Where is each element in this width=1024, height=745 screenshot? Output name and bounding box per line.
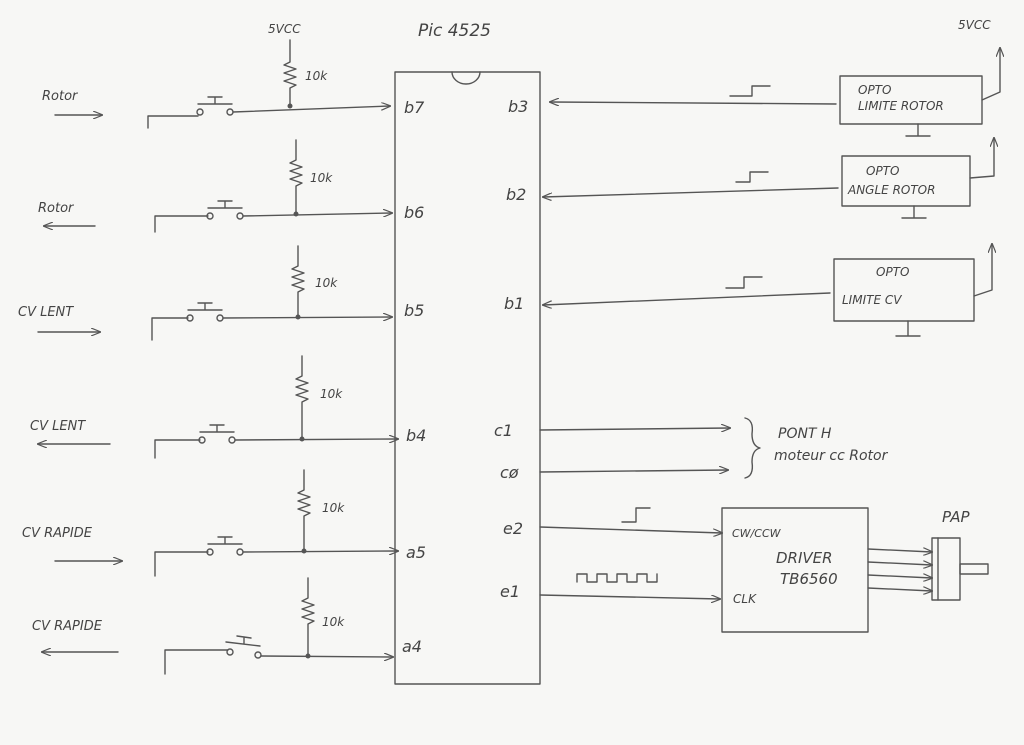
resistor-label-3: 10k (315, 276, 338, 290)
supply-label-1: 5VCC (268, 22, 301, 36)
sensor-1-supply: 5VCC (958, 18, 991, 32)
mcu-left-pins: b7 b6 b5 b4 a5 a4 (402, 98, 426, 656)
pin-b2: b2 (506, 185, 526, 204)
pin-e2: e2 (503, 519, 523, 538)
pin-b5: b5 (404, 301, 424, 320)
motor-label: PAP (942, 508, 971, 526)
pin-e1: e1 (500, 582, 520, 601)
mcu-right-pins: b3 b2 b1 c1 cø e2 e1 (494, 97, 528, 601)
stepper-motor: PAP (867, 508, 989, 601)
input-label-4: CV LENT (30, 419, 86, 434)
input-row-1: Rotor 5VCC 10k (42, 22, 390, 129)
pin-b1: b1 (504, 294, 524, 313)
input-row-5: CV RAPIDE 10k (22, 469, 398, 577)
driver-line1: DRIVER (776, 549, 833, 567)
driver-pin-dir: CW/CCW (732, 527, 782, 540)
input-label-3: CV LENT (18, 305, 74, 320)
pin-b7: b7 (404, 98, 425, 117)
pin-a5: a5 (406, 543, 426, 562)
sensor-opto-1: OPTO LIMITE ROTOR 5VCC (550, 18, 1000, 137)
pin-a4: a4 (402, 637, 422, 656)
pin-b6: b6 (404, 203, 424, 222)
driver-line2: TB6560 (780, 570, 838, 588)
pic-microcontroller: Pic 4525 (394, 21, 541, 685)
resistor-label-1: 10k (305, 69, 328, 83)
sensor-1-line1: OPTO (858, 83, 891, 97)
sensor-opto-3: OPTO LIMITE CV (543, 244, 992, 337)
pin-b3: b3 (508, 97, 528, 116)
input-row-6: CV RAPIDE 10k (32, 577, 393, 675)
input-row-3: CV LENT 10k (18, 245, 392, 341)
sensor-opto-2: OPTO ANGLE ROTOR (543, 138, 994, 219)
sensor-1-line2: LIMITE ROTOR (858, 99, 944, 113)
input-row-2: Rotor 10k (38, 139, 392, 233)
resistor-label-5: 10k (322, 501, 345, 515)
resistor-label-4: 10k (320, 387, 343, 401)
pin-b4: b4 (406, 426, 426, 445)
input-label-5: CV RAPIDE (22, 526, 93, 541)
sensor-2-line2: ANGLE ROTOR (847, 183, 935, 197)
input-row-4: CV LENT 10k (30, 355, 398, 459)
stepper-driver: CW/CCW CLK DRIVER TB6560 (539, 507, 869, 633)
bridge-line1: PONT H (778, 426, 832, 442)
driver-pin-clk: CLK (733, 592, 757, 606)
bridge-line2: moteur cc Rotor (774, 448, 889, 464)
pin-c1: c1 (494, 421, 513, 440)
input-label-1: Rotor (42, 89, 79, 104)
h-bridge-outputs: PONT H moteur cc Rotor (539, 417, 889, 479)
resistor-label-6: 10k (322, 615, 345, 629)
sensor-3-line1: OPTO (876, 265, 909, 279)
input-label-2: Rotor (38, 201, 75, 216)
resistor-label-2: 10k (310, 171, 333, 185)
sensor-2-line1: OPTO (866, 164, 899, 178)
mcu-label: Pic 4525 (418, 21, 491, 41)
sensor-3-line2: LIMITE CV (842, 293, 902, 307)
input-label-6: CV RAPIDE (32, 619, 103, 634)
pin-c0: cø (500, 463, 519, 482)
